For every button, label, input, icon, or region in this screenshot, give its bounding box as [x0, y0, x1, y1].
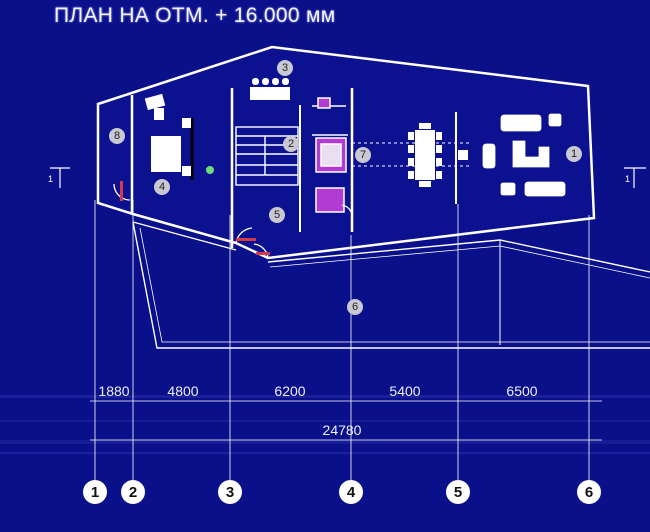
room-number-8: 8 [109, 128, 125, 144]
section-mark-right: 1 [625, 174, 631, 184]
room-number-4: 4 [154, 179, 170, 195]
section-mark-left: 1 [48, 174, 54, 184]
dimension-span: 4800 [167, 383, 199, 399]
terrace-outline-inner [139, 227, 650, 343]
dimension-total: 24780 [322, 422, 362, 438]
axis-marker: 4 [339, 480, 363, 504]
room-number-5: 5 [269, 207, 285, 223]
plant [206, 166, 214, 174]
background-noise [0, 395, 650, 454]
core-fixtures [312, 97, 348, 213]
room-number-3: 3 [277, 60, 293, 76]
room-number-2: 2 [283, 136, 299, 152]
living-sofas [481, 112, 567, 198]
terrace-top-edge [132, 221, 237, 251]
dimension-span: 6200 [274, 383, 306, 399]
door-swings [113, 183, 353, 259]
dimension-span: 5400 [389, 383, 421, 399]
axis-marker: 2 [121, 480, 145, 504]
section-markers [50, 167, 646, 188]
room-number-7: 7 [355, 147, 371, 163]
plan-title: ПЛАН НА ОТМ. + 16.000 мм [54, 4, 336, 27]
bed [151, 118, 191, 176]
dimension-span: 1880 [98, 383, 130, 399]
fireplace [458, 150, 468, 160]
armchair [144, 93, 166, 120]
door-markers [120, 181, 270, 255]
kitchen-unit [250, 78, 290, 100]
terrace-outline [132, 221, 650, 349]
axis-marker: 5 [446, 480, 470, 504]
room-number-6: 6 [347, 299, 363, 315]
dimension-lines [90, 200, 602, 480]
axis-marker: 1 [83, 480, 107, 504]
axis-marker: 3 [218, 480, 242, 504]
room-number-1: 1 [566, 146, 582, 162]
dimension-span: 6500 [506, 383, 538, 399]
axis-marker: 6 [577, 480, 601, 504]
